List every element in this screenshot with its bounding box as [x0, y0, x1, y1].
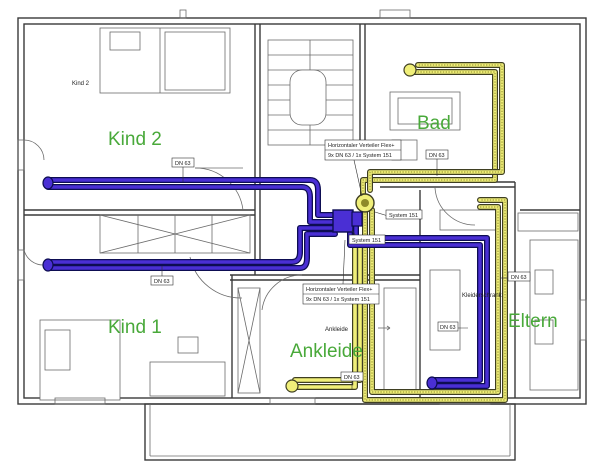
tag-dn63-bottom: DN 63: [340, 371, 364, 382]
svg-text:DN 63: DN 63: [344, 375, 360, 381]
svg-text:System 151: System 151: [389, 213, 418, 219]
tag-dn63-bad: DN 63: [425, 149, 449, 160]
arrow-icon: [378, 325, 391, 331]
tag-dn63-kind2: DN 63: [171, 157, 195, 168]
wardrobe-label: Kleiderschrank: [462, 293, 503, 299]
room-label-kind2: Kind 2: [108, 129, 162, 150]
tag-system151-right: System 151: [385, 209, 423, 220]
distributor-top-line1: Horizontaler Verteiler Flex+: [328, 143, 395, 149]
tag-dn63-eltern: DN 63: [507, 271, 531, 282]
walls: [17, 17, 587, 461]
furniture: [39, 27, 579, 401]
svg-text:DN 63: DN 63: [511, 275, 527, 281]
room-label-kind2-small: Kind 2: [72, 81, 90, 87]
svg-text:DN 63: DN 63: [154, 279, 170, 285]
door-swings: [23, 139, 476, 311]
room-label-eltern: Eltern: [508, 311, 558, 332]
room-label-kind1: Kind 1: [108, 317, 162, 338]
distributor-callout-bottom: Horizontaler Verteiler Flex+ 9x DN 63 / …: [302, 283, 380, 305]
room-label-bad: Bad: [417, 113, 451, 134]
svg-text:DN 63: DN 63: [175, 161, 191, 167]
distributor-bottom-line1: Horizontaler Verteiler Flex+: [306, 287, 373, 293]
blue-ducts: [42, 176, 490, 390]
distributor-top-line2: 9x DN 63 / 1x System 151: [328, 153, 392, 159]
staircase: [267, 39, 354, 146]
room-label-ankleide-small: Ankleide: [325, 327, 349, 333]
svg-text:System 151: System 151: [352, 238, 381, 244]
tag-dn63-ankleide-right: DN 63: [437, 321, 459, 332]
distributor-bottom-line2: 9x DN 63 / 1x System 151: [306, 297, 370, 303]
room-label-ankleide: Ankleide: [290, 341, 363, 362]
svg-text:DN 63: DN 63: [429, 153, 445, 159]
svg-text:DN 63: DN 63: [440, 325, 456, 331]
distributor-callout-top: Horizontaler Verteiler Flex+ 9x DN 63 / …: [324, 139, 402, 161]
tag-system151-center: System 151: [348, 234, 386, 245]
tag-dn63-kind1: DN 63: [150, 275, 174, 286]
